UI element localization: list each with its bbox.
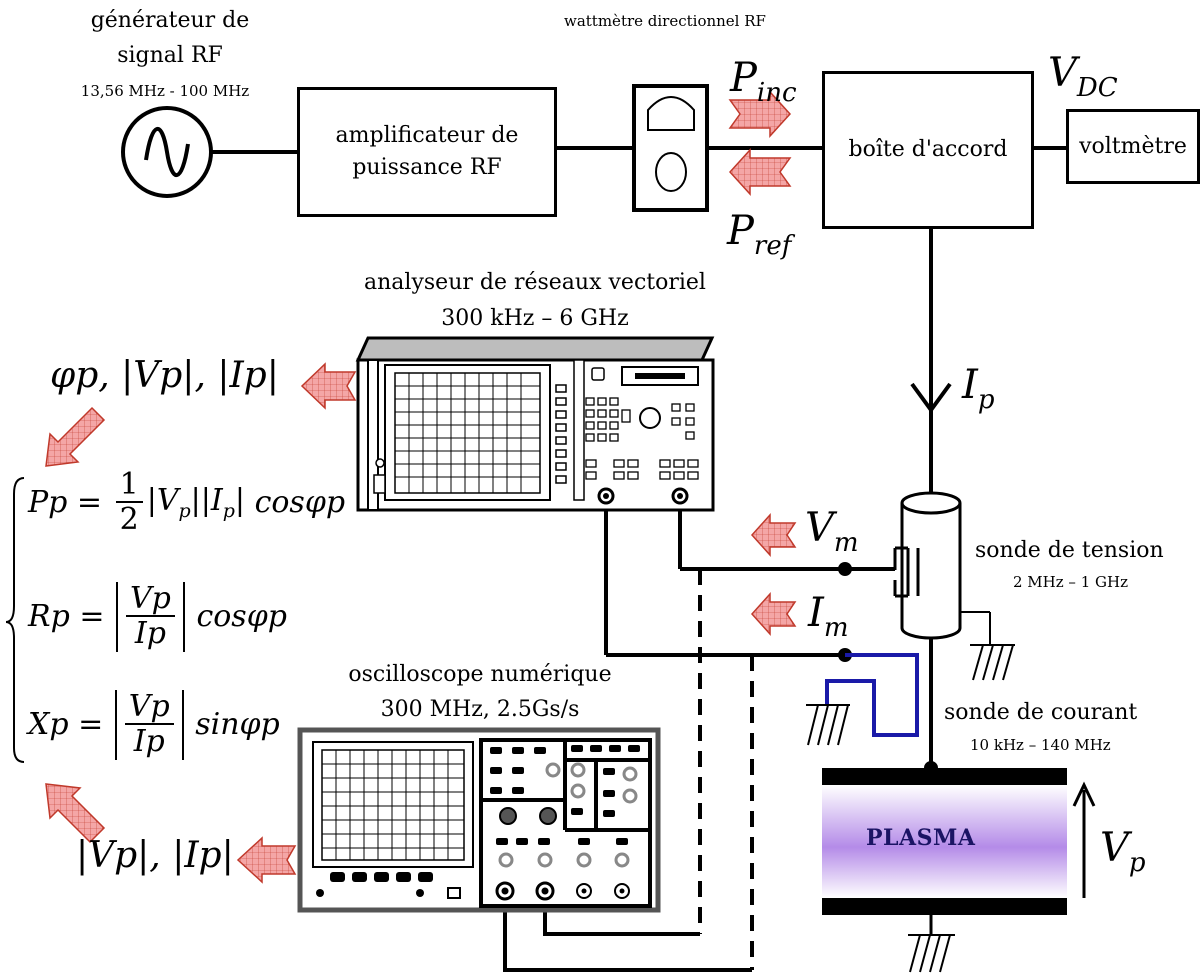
bottom-electrode bbox=[822, 898, 1067, 915]
current-probe-label: sonde de courant bbox=[944, 700, 1138, 725]
oscilloscope-icon bbox=[297, 727, 661, 913]
up-left-arrow bbox=[45, 783, 106, 844]
vna-label-line1: analyseur de réseaux vectoriel bbox=[364, 270, 706, 295]
scope-outputs: |Vp|, |Ip| bbox=[76, 835, 234, 876]
vp-label: Vp bbox=[1100, 825, 1146, 878]
vdc-label: VDC bbox=[1048, 50, 1118, 103]
vna-outputs: φp, |Vp|, |Ip| bbox=[50, 355, 279, 396]
current-probe bbox=[806, 653, 919, 746]
plasma-label: PLASMA bbox=[866, 825, 976, 851]
im-arrow bbox=[750, 592, 797, 636]
incident-power-label: Pinc bbox=[730, 55, 797, 108]
vector-network-analyzer-icon bbox=[355, 336, 715, 512]
sine-icon bbox=[144, 127, 190, 177]
im-label: Im bbox=[808, 590, 849, 643]
wattmeter-label: wattmètre directionnel RF bbox=[564, 12, 766, 30]
amplifier-label-line1: amplificateur de bbox=[335, 123, 519, 149]
voltmeter-box: voltmètre bbox=[1066, 109, 1200, 184]
tuner-label: boîte d'accord bbox=[848, 137, 1008, 163]
voltage-probe bbox=[893, 491, 1015, 681]
generator-label-line1: générateur de bbox=[90, 8, 250, 33]
incident-power-arrow bbox=[728, 90, 792, 138]
current-probe-range: 10 kHz – 140 MHz bbox=[970, 736, 1111, 754]
voltage-probe-range: 2 MHz – 1 GHz bbox=[1013, 573, 1128, 591]
scope-output-arrow bbox=[236, 836, 297, 884]
voltage-probe-label: sonde de tension bbox=[975, 538, 1164, 563]
reflected-power-label: Pref bbox=[727, 208, 792, 261]
oscilloscope-label-line2: 300 MHz, 2.5Gs/s bbox=[380, 697, 580, 722]
vm-label: Vm bbox=[805, 505, 859, 558]
vna-label-line2: 300 kHz – 6 GHz bbox=[441, 306, 629, 331]
plasma-region bbox=[822, 785, 1067, 898]
amplifier-box: amplificateur de puissance RF bbox=[297, 87, 557, 217]
generator-label-line2: signal RF bbox=[117, 43, 223, 68]
equation-brace bbox=[5, 477, 25, 763]
ip-label: Ip bbox=[962, 362, 995, 415]
tuner-box: boîte d'accord bbox=[822, 71, 1034, 229]
oscilloscope-label-line1: oscilloscope numérique bbox=[348, 662, 612, 687]
vna-output-arrow bbox=[300, 362, 357, 410]
vm-arrow bbox=[750, 513, 797, 557]
generator-frequency-range: 13,56 MHz - 100 MHz bbox=[80, 82, 250, 100]
reflected-power-arrow bbox=[728, 148, 792, 196]
voltmeter-label: voltmètre bbox=[1079, 133, 1187, 159]
down-left-arrow bbox=[45, 406, 106, 467]
amplifier-label-line2: puissance RF bbox=[352, 155, 502, 180]
top-electrode bbox=[822, 768, 1067, 785]
